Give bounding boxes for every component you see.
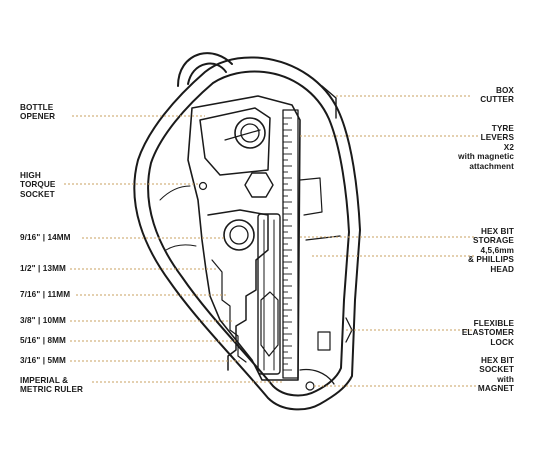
label-size-5mm: 3/16" | 5MM [20, 356, 66, 365]
label-hex-bit-socket: HEX BIT SOCKET with MAGNET [477, 356, 514, 394]
label-size-13mm: 1/2" | 13MM [20, 264, 66, 273]
label-size-8mm: 5/16" | 8MM [20, 336, 66, 345]
label-size-14mm: 9/16" | 14MM [20, 233, 71, 242]
label-high-torque-socket: HIGH TORQUE SOCKET [20, 171, 56, 199]
label-size-11mm: 7/16" | 11MM [20, 290, 71, 299]
tool-outline [133, 52, 361, 411]
label-elastomer-lock: FLEXIBLE ELASTOMER LOCK [461, 319, 514, 347]
label-tyre-levers: TYRE LEVERS X2 with magnetic attachment [458, 124, 514, 171]
label-size-10mm: 3/8" | 10MM [20, 316, 66, 325]
label-bottle-opener: BOTTLE OPENER [20, 103, 56, 122]
label-ruler: IMPERIAL & METRIC RULER [20, 376, 84, 395]
leader-lines [64, 95, 478, 387]
ruler-ticks [283, 117, 292, 371]
label-box-cutter: BOX CUTTER [480, 86, 514, 105]
label-hex-bit-storage: HEX BIT STORAGE 4,5,6mm & PHILLIPS HEAD [467, 227, 514, 274]
